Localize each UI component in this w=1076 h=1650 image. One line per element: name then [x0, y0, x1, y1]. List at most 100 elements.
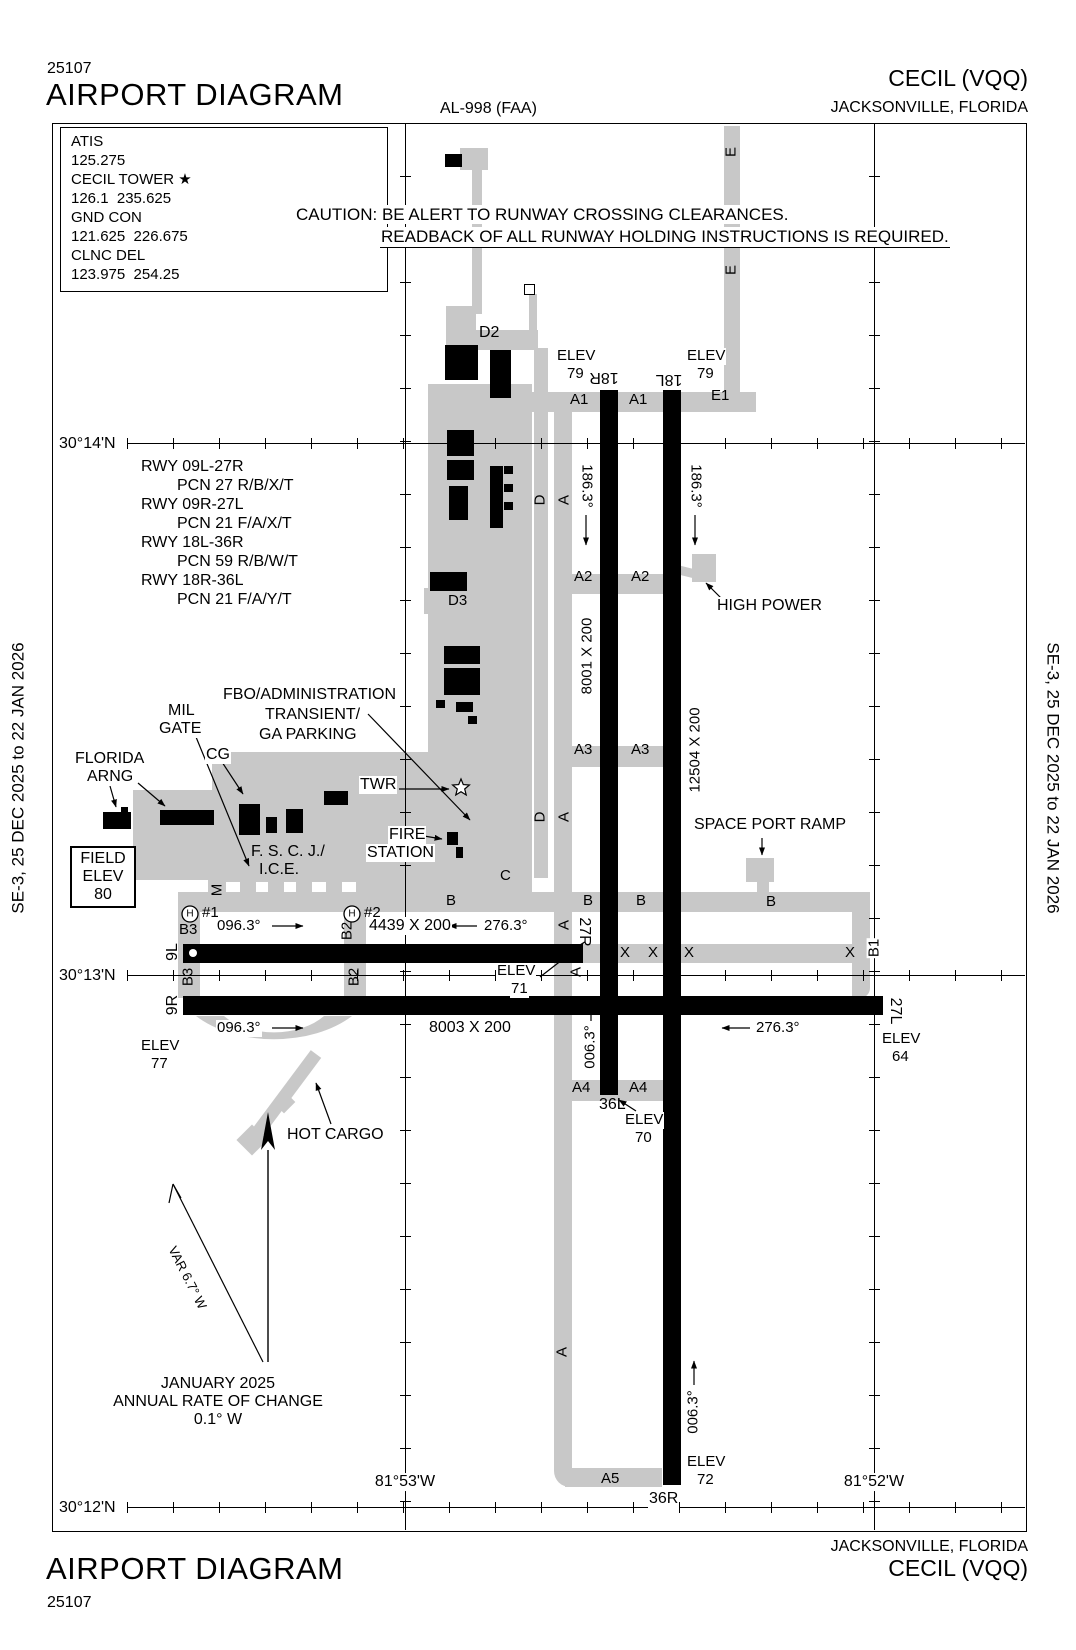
rwy-data-2: PCN 27 R/B/X/T — [176, 477, 295, 495]
dim-runway-18l-36r: 12504 X 200 — [686, 707, 704, 793]
closed-x-4: X — [845, 944, 856, 961]
taxiway-a — [554, 392, 572, 1487]
taxiway-a1-band — [530, 392, 756, 412]
taxiway-stub-north — [529, 294, 537, 338]
field-elev-line1: FIELD — [80, 850, 126, 867]
apron-stub — [240, 874, 256, 894]
helipad-1-icon — [181, 905, 199, 923]
heading-096-09l: 096.3° — [216, 917, 262, 935]
label-a3-east: A3 — [631, 741, 650, 758]
comm-atis-label: ATIS — [71, 133, 104, 150]
heading-276-27r: 276.3° — [483, 917, 529, 935]
label-a1-east: A1 — [629, 391, 648, 408]
label-b2-lower: B2 — [345, 967, 363, 987]
label-gate: GATE — [158, 720, 203, 738]
label-taxiway-a-5: A — [553, 1346, 571, 1358]
building — [445, 345, 478, 380]
threshold-27l: 27L — [886, 997, 904, 1025]
value-elev-27r: 71 — [510, 980, 529, 998]
building — [490, 350, 511, 398]
rwy-data-1: RWY 09L-27R — [140, 458, 245, 476]
label-station: STATION — [366, 844, 435, 862]
label-a4-east: A4 — [629, 1079, 648, 1096]
heading-arrows — [272, 515, 750, 1385]
label-taxiway-b-2: B — [583, 892, 594, 909]
building — [286, 809, 303, 833]
taxiway-d3-stub — [424, 588, 476, 614]
label-d3: D3 — [448, 592, 468, 609]
page-title-bottom: AIRPORT DIAGRAM — [46, 1551, 344, 1586]
label-taxiway-b-4: B — [766, 893, 777, 910]
chart-number-top: 25107 — [47, 60, 92, 77]
caution-line-1: CAUTION: BE ALERT TO RUNWAY CROSSING CLE… — [295, 205, 790, 225]
label-twr: TWR — [359, 776, 398, 794]
pointer-arrows — [109, 582, 765, 1125]
label-hot-cargo: HOT CARGO — [286, 1126, 385, 1144]
runway-09r-27l — [183, 996, 883, 1015]
threshold-9r: 9R — [164, 994, 182, 1016]
rwy-data-3: RWY 09R-27L — [140, 496, 245, 514]
label-arng: ARNG — [86, 768, 135, 786]
label-taxiway-a-2: A — [555, 811, 573, 823]
threshold-36l: 36L — [599, 1096, 626, 1113]
runway-09l-27r — [183, 944, 583, 963]
value-elev-27l: 64 — [891, 1048, 910, 1066]
label-elev-36l: ELEV — [624, 1111, 665, 1129]
label-rate-of-change: ANNUAL RATE OF CHANGE — [112, 1393, 324, 1411]
latitude-ticks-30-13n — [127, 970, 1025, 981]
arng-building — [103, 812, 131, 829]
threshold-9l: 9L — [164, 943, 182, 961]
comm-gnd-freq: 121.625 226.675 — [71, 228, 188, 245]
label-b2-upper: B2 — [338, 921, 356, 941]
label-taxiway-a-3: A — [555, 919, 573, 931]
label-taxiway-a-1: A — [555, 494, 573, 506]
label-elev-18r: ELEV — [556, 347, 597, 365]
value-elev-18r: 79 — [566, 365, 585, 383]
caution-line-2: READBACK OF ALL RUNWAY HOLDING INSTRUCTI… — [380, 227, 950, 249]
building — [324, 791, 348, 805]
comm-tower-label: CECIL TOWER ★ — [71, 171, 192, 188]
lat-label-30-13n: 30°13'N — [58, 967, 117, 985]
building — [445, 154, 462, 167]
label-taxiway-e-2: E — [722, 264, 740, 276]
building — [121, 807, 128, 813]
helipad-2-h: H — [348, 908, 356, 920]
page-title-top: AIRPORT DIAGRAM — [46, 77, 344, 112]
main-apron — [428, 384, 532, 881]
label-elev-27l: ELEV — [881, 1030, 922, 1048]
dim-runway-09r-27l: 8003 X 200 — [428, 1019, 512, 1037]
comm-clnc-label: CLNC DEL — [71, 247, 146, 264]
label-fire: FIRE — [388, 826, 427, 844]
closed-x-1: X — [620, 944, 631, 961]
margin-note-right: SE-3, 25 DEC 2025 to 22 JAN 2026 — [1043, 642, 1063, 914]
city-bottom: JACKSONVILLE, FLORIDA — [830, 1538, 1028, 1555]
building — [444, 646, 480, 664]
label-a1-west: A1 — [570, 391, 589, 408]
apron-stub-m — [208, 874, 226, 894]
building — [456, 702, 473, 712]
label-fscj: F. S. C. J./ — [251, 843, 325, 860]
space-port-ramp-pad — [746, 858, 774, 882]
space-port-ramp-stub — [757, 880, 769, 894]
lon-label-81-53w: 81°53'W — [373, 1473, 437, 1491]
label-a4-west: A4 — [572, 1079, 591, 1096]
mil-building — [160, 810, 214, 825]
runway-18l-36r — [663, 390, 681, 1485]
fire-station-building — [447, 832, 458, 845]
label-elev-36r: ELEV — [686, 1453, 727, 1471]
dim-runway-09l-27r: 4439 X 200 — [368, 917, 452, 935]
building — [436, 700, 445, 708]
helipad-1-h: H — [186, 908, 194, 920]
rwy-data-5: RWY 18L-36R — [140, 534, 245, 552]
heading-006-36l: 006.3° — [581, 1024, 600, 1070]
building — [504, 466, 513, 474]
label-space-port: SPACE PORT RAMP — [693, 816, 848, 834]
heading-276-27l: 276.3° — [755, 1019, 801, 1037]
building — [239, 804, 260, 835]
dim-runway-18r-36l: 8001 X 200 — [578, 617, 596, 695]
label-elev-09r: ELEV — [140, 1037, 181, 1055]
threshold-18r: 18R — [589, 368, 619, 386]
closed-taxiway-x-band — [583, 944, 853, 963]
